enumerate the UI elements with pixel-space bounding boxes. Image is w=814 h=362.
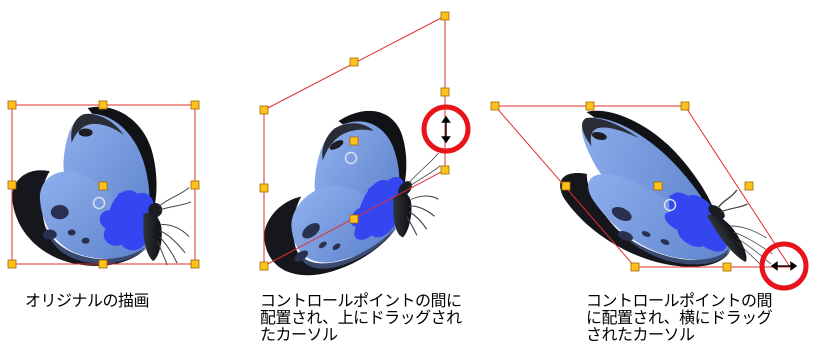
control-point-center[interactable]: [653, 181, 663, 191]
control-point-middle-left[interactable]: [561, 181, 571, 191]
panel-skew-vertical: [259, 11, 471, 303]
control-point-bottom-left[interactable]: [630, 262, 640, 272]
control-point-middle-left[interactable]: [259, 183, 269, 193]
control-point-top-left[interactable]: [259, 105, 269, 115]
control-point-bottom-middle[interactable]: [349, 214, 359, 224]
control-points-original[interactable]: [7, 100, 200, 269]
caption-line: 配置され、上にドラッグされ: [260, 308, 462, 327]
caption-skew-vertical: コントロールポイントの間に 配置され、上にドラッグされ たカーソル: [260, 292, 462, 343]
vertical-resize-cursor-icon: [441, 115, 451, 144]
control-point-bottom-middle[interactable]: [98, 259, 108, 269]
control-point-top-right[interactable]: [680, 101, 690, 111]
control-point-middle-right[interactable]: [440, 87, 450, 97]
pivot-point-icon[interactable]: [344, 151, 358, 165]
highlight-circle-vertical: [421, 104, 471, 154]
control-point-top-middle[interactable]: [98, 100, 108, 110]
caption-original: オリジナルの描画: [25, 291, 150, 310]
highlight-circle-horizontal: [759, 241, 809, 291]
control-points-skewed-vertical[interactable]: [259, 11, 450, 271]
caption-line: に配置され、横にドラッグ: [586, 308, 773, 327]
butterfly-drawing-skewed-vertical: [263, 75, 441, 303]
pivot-point-icon[interactable]: [92, 196, 106, 210]
caption-skew-horizontal: コントロールポイントの間 に配置され、横にドラッグ されたカーソル: [586, 291, 773, 344]
control-point-top-left[interactable]: [490, 101, 500, 111]
panel-skew-horizontal: [490, 101, 809, 291]
caption-line: されたカーソル: [586, 325, 695, 344]
control-point-middle-left[interactable]: [7, 180, 17, 190]
control-point-center[interactable]: [349, 136, 359, 146]
bounding-box-skewed-horizontal: [493, 105, 791, 268]
caption-line: オリジナルの描画: [25, 291, 150, 310]
control-points-skewed-horizontal[interactable]: [490, 101, 754, 272]
control-point-top-middle[interactable]: [349, 57, 359, 67]
control-point-top-right[interactable]: [190, 100, 200, 110]
control-point-middle-right[interactable]: [190, 180, 200, 190]
control-point-top-middle[interactable]: [585, 101, 595, 111]
caption-line: コントロールポイントの間: [586, 291, 773, 310]
control-point-bottom-left[interactable]: [259, 261, 269, 271]
horizontal-resize-cursor-icon: [770, 261, 798, 271]
caption-line: たカーソル: [260, 325, 338, 344]
control-point-bottom-left[interactable]: [7, 259, 17, 269]
control-point-middle-right[interactable]: [744, 181, 754, 191]
panel-original: [7, 100, 200, 269]
control-point-bottom-right[interactable]: [440, 165, 450, 175]
caption-line: コントロールポイントの間に: [260, 291, 462, 310]
pivot-point-icon[interactable]: [663, 198, 677, 212]
control-point-top-right[interactable]: [440, 11, 450, 21]
control-point-top-left[interactable]: [7, 100, 17, 110]
control-point-center[interactable]: [98, 181, 108, 191]
control-point-bottom-middle[interactable]: [722, 262, 732, 272]
control-point-bottom-right[interactable]: [190, 259, 200, 269]
